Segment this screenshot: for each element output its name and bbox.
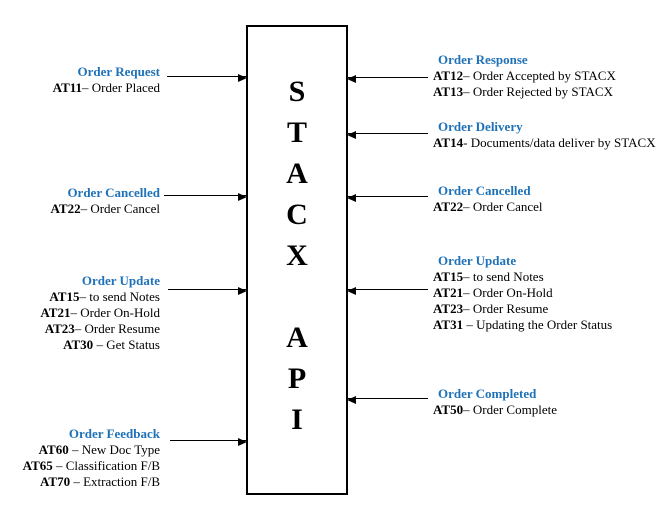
group-line: AT22– Order Cancel [0,201,160,217]
box-letter: X [286,239,308,272]
at-desc: – New Doc Type [68,442,160,457]
label-group-order-update-right: Order Update AT15– to send Notes AT21– O… [433,253,669,333]
at-desc: – Updating the Order Status [463,317,613,332]
arrow-order-cancelled-right [347,193,428,202]
group-line: AT50– Order Complete [433,402,669,418]
arrow-order-completed [347,395,428,404]
group-title: Order Update [81,273,160,288]
at-desc: – Classification F/B [52,458,160,473]
box-letter: T [286,116,307,149]
at-desc: – Order Resume [463,301,549,316]
at-desc: – Get Status [93,337,160,352]
at-desc: - Documents/data deliver by STACX [463,135,656,150]
label-group-order-cancelled-left: Order Cancelled AT22– Order Cancel [0,185,160,217]
at-code: AT70 [39,474,71,489]
at-desc: – Order Cancel [463,199,543,214]
label-group-order-cancelled-right: Order Cancelled AT22– Order Cancel [433,183,669,215]
arrow-order-delivery [347,130,428,139]
label-group-order-completed: Order Completed AT50– Order Complete [433,386,669,418]
group-title: Order Request [77,64,160,79]
group-title: Order Completed [438,386,537,401]
at-code: AT30 [63,337,94,352]
at-desc: – Order Rejected by STACX [463,84,613,99]
arrow-order-response [347,74,428,83]
at-desc: – Order Complete [463,402,557,417]
at-desc: – Order Resume [74,321,160,336]
at-code: AT50 [433,402,464,417]
box-letter: A [286,157,308,190]
at-code: AT22 [50,201,81,216]
at-code: AT22 [433,199,464,214]
at-desc: – Order Cancel [80,201,160,216]
at-code: AT21 [40,305,71,320]
at-desc: – to send Notes [463,269,544,284]
label-group-order-delivery: Order Delivery AT14- Documents/data deli… [433,119,669,151]
at-desc: – to send Notes [79,289,160,304]
group-title: Order Cancelled [438,183,531,198]
group-line: AT21– Order On-Hold [0,305,160,321]
group-line: AT23– Order Resume [433,301,669,317]
group-line: AT65 – Classification F/B [0,458,160,474]
at-code: AT31 [433,317,464,332]
box-letter: I [291,403,303,436]
group-line: AT22– Order Cancel [433,199,669,215]
group-line: AT12– Order Accepted by STACX [433,68,669,84]
group-line: AT70 – Extraction F/B [0,474,160,490]
arrow-order-update-right [347,286,428,295]
stacx-api-vertical-label: S T A C X A P I [248,27,346,440]
box-letter: A [286,321,308,354]
box-letter: S [288,75,306,108]
group-line: AT30 – Get Status [0,337,160,353]
group-line: AT13– Order Rejected by STACX [433,84,669,100]
label-group-order-update-left: Order Update AT15– to send Notes AT21– O… [0,273,160,353]
at-code: AT11 [52,80,83,95]
at-code: AT13 [433,84,464,99]
at-code: AT14 [433,135,464,150]
group-line: AT14- Documents/data deliver by STACX [433,135,669,151]
at-code: AT23 [433,301,464,316]
at-desc: – Order On-Hold [463,285,553,300]
group-line: AT23– Order Resume [0,321,160,337]
at-code: AT15 [49,289,80,304]
at-code: AT23 [44,321,75,336]
at-code: AT21 [433,285,464,300]
at-code: AT60 [38,442,69,457]
group-line: AT60 – New Doc Type [0,442,160,458]
box-letter-spacer [248,276,346,317]
at-code: AT15 [433,269,464,284]
label-group-order-feedback: Order Feedback AT60 – New Doc Type AT65 … [0,426,160,490]
at-code: AT65 [22,458,53,473]
at-desc: – Order Accepted by STACX [463,68,616,83]
label-group-order-response: Order Response AT12– Order Accepted by S… [433,52,669,100]
arrow-order-feedback [170,437,247,446]
group-line: AT21– Order On-Hold [433,285,669,301]
group-title: Order Update [438,253,517,268]
group-line: AT31 – Updating the Order Status [433,317,669,333]
group-title: Order Feedback [68,426,160,441]
label-group-order-request: Order Request AT11– Order Placed [0,64,160,96]
at-desc: – Order Placed [82,80,160,95]
box-letter: P [287,362,307,395]
arrow-order-update-left [168,286,247,295]
group-line: AT11– Order Placed [0,80,160,96]
arrow-order-request [167,73,247,82]
group-line: AT15– to send Notes [433,269,669,285]
at-code: AT12 [433,68,464,83]
group-line: AT15– to send Notes [0,289,160,305]
at-desc: – Order On-Hold [70,305,160,320]
at-desc: – Extraction F/B [70,474,160,489]
arrow-order-cancelled-left [164,192,247,201]
group-title: Order Delivery [438,119,523,134]
box-letter: C [286,198,308,231]
group-title: Order Response [438,52,528,67]
stacx-api-box: S T A C X A P I [246,25,348,495]
group-title: Order Cancelled [67,185,160,200]
